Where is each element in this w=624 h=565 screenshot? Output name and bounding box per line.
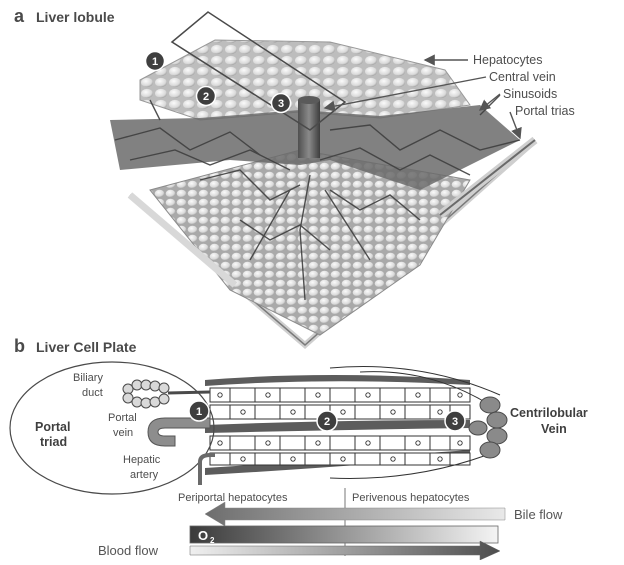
label-artery: artery: [130, 469, 159, 481]
panel-a-title: Liver lobule: [36, 9, 115, 25]
label-blood-flow: Blood flow: [98, 543, 159, 558]
panel-a-letter: a: [14, 6, 25, 26]
label-centrilobular-vein: Vein: [541, 422, 567, 436]
label-portal-triad-1: Portal: [35, 420, 70, 434]
label-portal-vein-2: vein: [113, 427, 133, 439]
label-centrilobular: Centrilobular: [510, 406, 588, 420]
bile-flow-arrow: [205, 502, 505, 526]
svg-text:2: 2: [324, 416, 330, 428]
oxygen-gradient-bar: O 2: [190, 526, 498, 545]
label-biliary: Biliary: [73, 372, 103, 384]
zone-marker-a1: 1: [146, 52, 165, 71]
svg-text:1: 1: [152, 56, 158, 68]
label-duct: duct: [82, 387, 103, 399]
zone-marker-a2: 2: [197, 87, 216, 106]
panel-a: a Liver lobule: [14, 6, 575, 345]
label-portal-trias: Portal trias: [515, 104, 575, 118]
label-perivenous: Perivenous hepatocytes: [352, 492, 470, 504]
oxygen-label: O: [198, 528, 208, 543]
panel-b-title: Liver Cell Plate: [36, 339, 137, 355]
svg-text:2: 2: [203, 91, 209, 103]
svg-text:3: 3: [452, 416, 458, 428]
lobule-illustration: [110, 12, 535, 345]
svg-text:3: 3: [278, 98, 284, 110]
panel-b-letter: b: [14, 336, 25, 356]
oxygen-sub: 2: [210, 536, 215, 545]
label-portal-triad-2: triad: [40, 435, 67, 449]
label-portal-vein-1: Portal: [108, 412, 137, 424]
zone-marker-b1: 1: [189, 401, 209, 421]
zone-marker-a3: 3: [272, 94, 291, 113]
svg-text:1: 1: [196, 406, 202, 418]
label-hepatocytes: Hepatocytes: [473, 53, 542, 67]
zone-marker-b3: 3: [445, 411, 465, 431]
label-central-vein: Central vein: [489, 70, 556, 84]
zone-marker-b2: 2: [317, 411, 337, 431]
label-hepatic: Hepatic: [123, 454, 161, 466]
label-periportal: Periportal hepatocytes: [178, 492, 288, 504]
label-sinusoids: Sinusoids: [503, 87, 557, 101]
label-bile-flow: Bile flow: [514, 507, 563, 522]
panel-b: b Liver Cell Plate: [10, 336, 588, 560]
